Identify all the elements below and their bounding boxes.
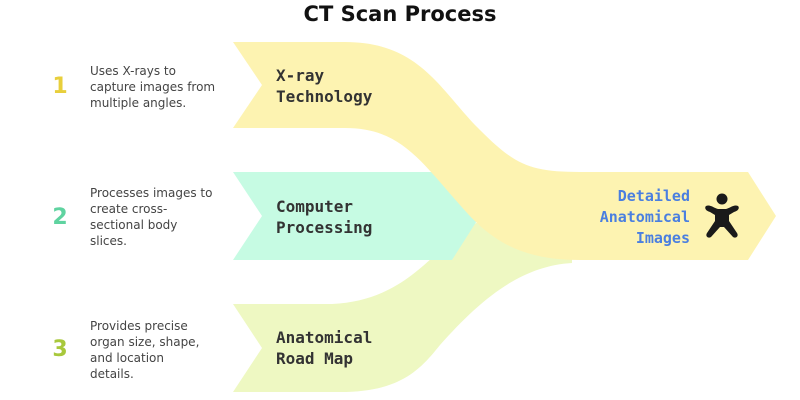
person-icon: [705, 193, 739, 238]
step2-label-line: Computer: [276, 197, 354, 216]
step2-desc-line: slices.: [90, 234, 127, 248]
step3-label-line: Anatomical: [276, 328, 373, 347]
step1-number: 1: [52, 74, 68, 99]
step3-desc-line: details.: [90, 367, 134, 381]
step1-label: X-ray Technology: [276, 65, 456, 107]
result-label-line: Detailed: [617, 187, 690, 205]
step2-band: [233, 172, 480, 260]
step1-desc-line: capture images from: [90, 80, 216, 94]
step1-desc-line: Uses X-rays to: [90, 64, 176, 78]
step3-label-line: Road Map: [276, 349, 354, 368]
step3-desc-line: Provides precise: [90, 319, 188, 333]
step3-description: Provides precise organ size, shape, and …: [90, 318, 240, 382]
step2-number: 2: [52, 205, 68, 230]
result-label-line: Images: [635, 229, 690, 247]
step2-desc-line: Processes images to: [90, 186, 213, 200]
result-label: Detailed Anatomical Images: [566, 186, 690, 249]
step1-label-line: Technology: [276, 87, 373, 106]
step2-description: Processes images to create cross- sectio…: [90, 185, 240, 249]
step3-desc-line: organ size, shape,: [90, 335, 200, 349]
step3-desc-line: and location: [90, 351, 165, 365]
step2-label-line: Processing: [276, 218, 373, 237]
step2-desc-line: sectional body: [90, 218, 178, 232]
step3-number: 3: [52, 337, 68, 362]
step1-description: Uses X-rays to capture images from multi…: [90, 63, 240, 111]
step1-band: [233, 42, 776, 260]
step2-desc-line: create cross-: [90, 202, 168, 216]
step3-label: Anatomical Road Map: [276, 327, 456, 369]
result-label-line: Anatomical: [599, 208, 690, 226]
step2-label: Computer Processing: [276, 196, 456, 238]
step1-label-line: X-ray: [276, 66, 325, 85]
page-title: CT Scan Process: [303, 2, 497, 26]
step3-band: [233, 218, 572, 392]
step1-desc-line: multiple angles.: [90, 96, 187, 110]
